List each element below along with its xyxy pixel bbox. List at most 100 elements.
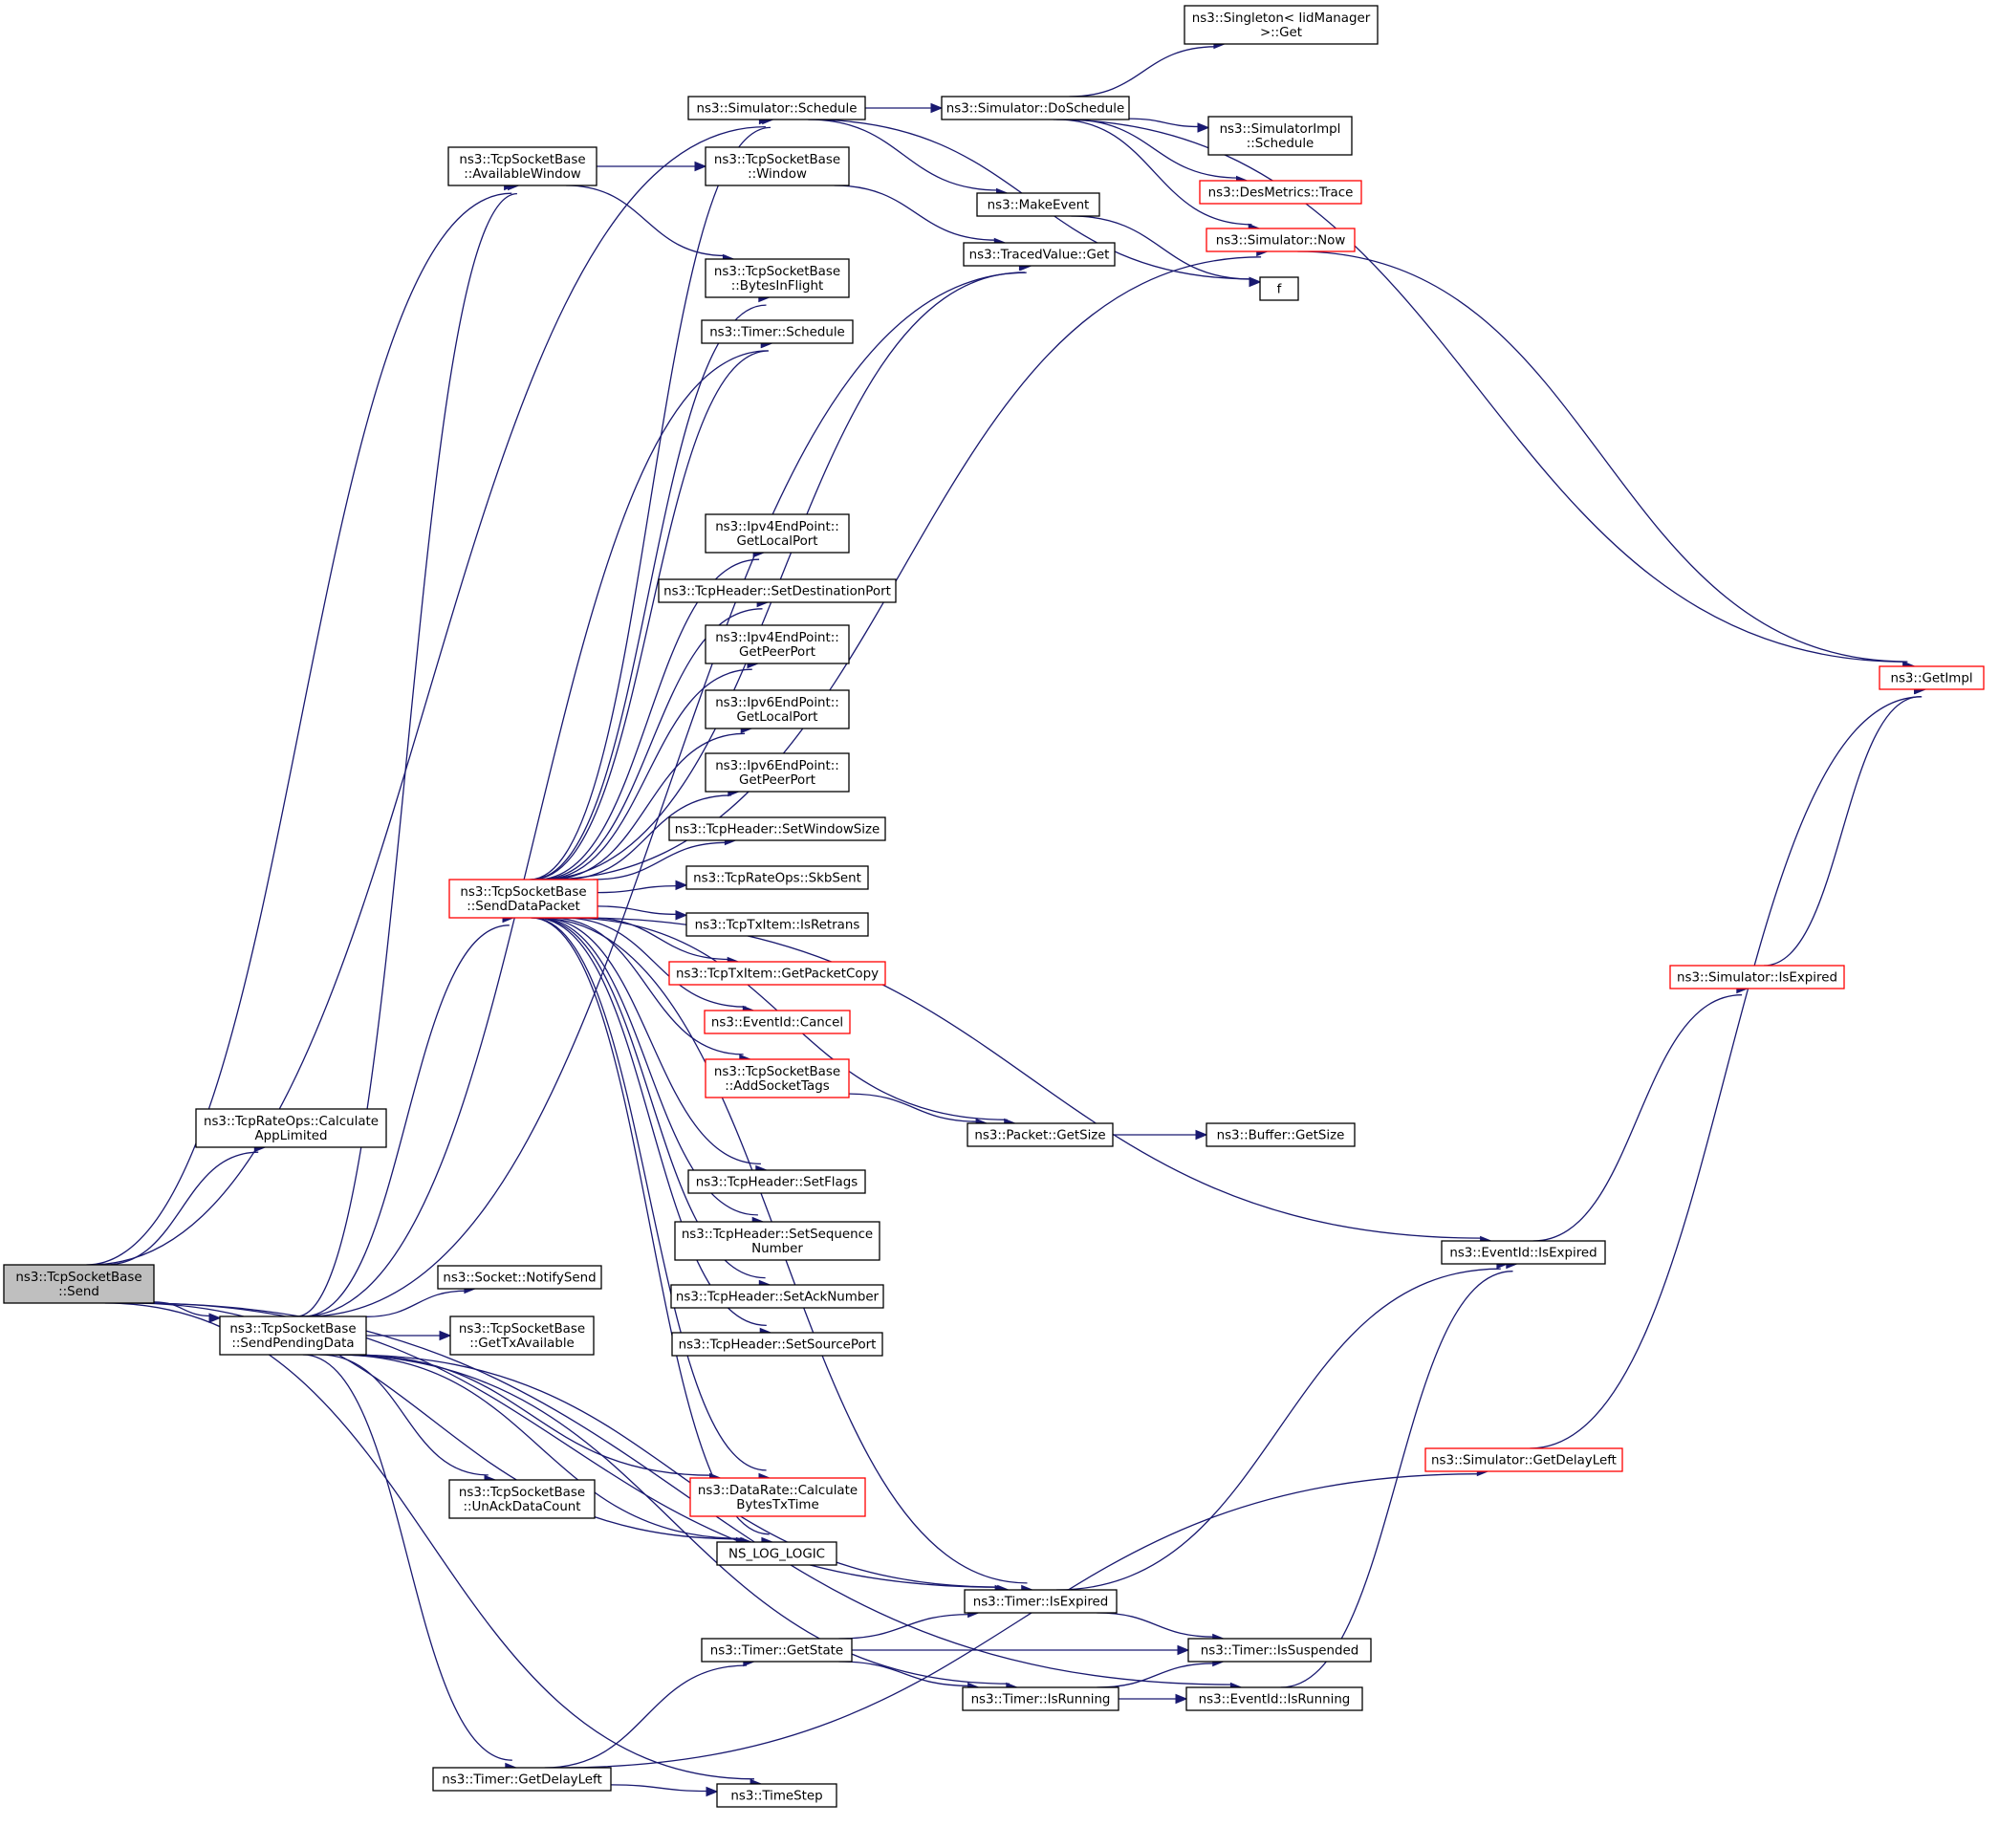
node-box bbox=[670, 1284, 884, 1309]
node-ipv4-get-local-port[interactable]: ns3::Ipv4EndPoint::GetLocalPort bbox=[705, 513, 850, 554]
node-is-retrans[interactable]: ns3::TcpTxItem::IsRetrans bbox=[685, 912, 869, 937]
node-event-is-expired[interactable]: ns3::EventId::IsExpired bbox=[1441, 1240, 1606, 1265]
node-add-socket-tags[interactable]: ns3::TcpSocketBase::AddSocketTags bbox=[705, 1058, 850, 1098]
node-timer-get-delay-left[interactable]: ns3::Timer::GetDelayLeft bbox=[432, 1767, 612, 1792]
node-available-window[interactable]: ns3::TcpSocketBase::AvailableWindow bbox=[447, 146, 598, 186]
node-sim-get-delay-left[interactable]: ns3::Simulator::GetDelayLeft bbox=[1424, 1447, 1623, 1472]
node-make-event[interactable]: ns3::MakeEvent bbox=[976, 192, 1100, 217]
node-box bbox=[1206, 228, 1356, 252]
node-box bbox=[685, 912, 869, 937]
edge-send-pending-data-to-calc-bytes-tx-time bbox=[350, 1354, 722, 1484]
node-skb-sent[interactable]: ns3::TcpRateOps::SkbSent bbox=[685, 865, 869, 890]
node-box bbox=[1669, 965, 1845, 989]
arrow-head-icon bbox=[675, 910, 688, 921]
node-label-line: ns3::EventId::IsRunning bbox=[1199, 1693, 1351, 1707]
node-set-ack-number[interactable]: ns3::TcpHeader::SetAckNumber bbox=[670, 1284, 884, 1309]
edge-sim-get-delay-left-to-get-impl bbox=[1530, 684, 1927, 1449]
node-label-line: ::UnAckDataCount bbox=[463, 1500, 580, 1514]
edge-send-data-packet-to-set-flags bbox=[540, 917, 769, 1176]
edge-send-data-packet-to-is-retrans bbox=[597, 905, 688, 921]
node-box bbox=[671, 1332, 883, 1357]
node-timer-is-expired[interactable]: ns3::Timer::IsExpired bbox=[964, 1589, 1118, 1614]
edge-line bbox=[104, 1151, 259, 1266]
edge-send-data-packet-to-ipv6-get-local-port bbox=[549, 723, 753, 881]
node-do-schedule[interactable]: ns3::Simulator::DoSchedule bbox=[941, 96, 1130, 120]
node-label-line: ns3::Timer::GetDelayLeft bbox=[442, 1773, 602, 1788]
node-get-packet-copy[interactable]: ns3::TcpTxItem::GetPacketCopy bbox=[668, 961, 886, 986]
node-label-line: ns3::Timer::IsRunning bbox=[971, 1693, 1111, 1707]
edge-line bbox=[593, 841, 728, 881]
node-box bbox=[967, 1122, 1114, 1147]
node-box bbox=[658, 578, 897, 603]
edge-do-schedule-to-get-impl bbox=[1053, 119, 1915, 672]
node-box bbox=[448, 879, 598, 919]
node-event-is-running[interactable]: ns3::EventId::IsRunning bbox=[1185, 1686, 1363, 1711]
node-send-pending-data[interactable]: ns3::TcpSocketBase::SendPendingData bbox=[219, 1315, 367, 1356]
edge-line bbox=[838, 1613, 970, 1640]
node-ipv4-get-peer-port[interactable]: ns3::Ipv4EndPoint::GetPeerPort bbox=[705, 624, 850, 664]
node-box bbox=[448, 1479, 596, 1519]
edge-available-window-to-window bbox=[597, 161, 707, 172]
node-timer-schedule[interactable]: ns3::Timer::Schedule bbox=[701, 319, 854, 344]
node-des-metrics-trace[interactable]: ns3::DesMetrics::Trace bbox=[1199, 180, 1362, 205]
node-sim-impl-schedule[interactable]: ns3::SimulatorImpl::Schedule bbox=[1207, 116, 1353, 156]
node-send-data-packet[interactable]: ns3::TcpSocketBase::SendDataPacket bbox=[448, 879, 598, 919]
node-label-line: ns3::TcpTxItem::GetPacketCopy bbox=[676, 967, 879, 982]
node-singleton-get[interactable]: ns3::Singleton< IidManager >::Get bbox=[1184, 5, 1379, 45]
node-un-ack-data-count[interactable]: ns3::TcpSocketBase::UnAckDataCount bbox=[448, 1479, 596, 1519]
node-label-line: ns3::Simulator::GetDelayLeft bbox=[1431, 1454, 1617, 1468]
node-send[interactable]: ns3::TcpSocketBase::Send bbox=[3, 1264, 155, 1304]
node-set-source-port[interactable]: ns3::TcpHeader::SetSourcePort bbox=[671, 1332, 883, 1357]
node-get-tx-available[interactable]: ns3::TcpSocketBase::GetTxAvailable bbox=[449, 1315, 595, 1356]
node-sim-now[interactable]: ns3::Simulator::Now bbox=[1206, 228, 1356, 252]
node-label-line: ns3::TcpSocketBase bbox=[459, 153, 585, 167]
edge-line bbox=[536, 558, 760, 881]
node-get-impl[interactable]: ns3::GetImpl bbox=[1879, 665, 1985, 690]
node-traced-get[interactable]: ns3::TracedValue::Get bbox=[963, 242, 1116, 267]
node-label-line: ns3::Buffer::GetSize bbox=[1217, 1129, 1345, 1143]
node-box bbox=[705, 689, 850, 729]
node-sim-schedule[interactable]: ns3::Simulator::Schedule bbox=[687, 96, 866, 120]
node-bytes-in-flight[interactable]: ns3::TcpSocketBase::BytesInFlight bbox=[705, 258, 850, 298]
node-notify-send[interactable]: ns3::Socket::NotifySend bbox=[437, 1265, 602, 1290]
node-buffer-get-size[interactable]: ns3::Buffer::GetSize bbox=[1206, 1122, 1356, 1147]
node-timer-is-running[interactable]: ns3::Timer::IsRunning bbox=[962, 1686, 1119, 1711]
node-time-step[interactable]: ns3::TimeStep bbox=[716, 1783, 837, 1808]
node-sim-is-expired[interactable]: ns3::Simulator::IsExpired bbox=[1669, 965, 1845, 989]
node-ipv6-get-local-port[interactable]: ns3::Ipv6EndPoint::GetLocalPort bbox=[705, 689, 850, 729]
arrow-head-icon bbox=[694, 161, 707, 172]
edge-line bbox=[597, 884, 679, 894]
node-timer-get-state[interactable]: ns3::Timer::GetState bbox=[701, 1638, 853, 1663]
node-set-window-size[interactable]: ns3::TcpHeader::SetWindowSize bbox=[668, 816, 886, 841]
node-label-line: ns3::TcpHeader::SetSourcePort bbox=[679, 1338, 877, 1353]
node-label-line: ns3::GetImpl bbox=[1890, 672, 1972, 686]
edge-line bbox=[296, 192, 517, 1317]
edge-line bbox=[545, 256, 1262, 881]
node-box bbox=[687, 1169, 866, 1194]
edge-add-socket-tags-to-packet-get-size bbox=[848, 1093, 989, 1129]
edge-line bbox=[838, 1661, 970, 1687]
edge-line bbox=[1097, 1663, 1216, 1688]
node-f[interactable]: f bbox=[1259, 276, 1299, 301]
node-ns-log-logic[interactable]: NS_LOG_LOGIC bbox=[716, 1541, 837, 1566]
node-event-cancel[interactable]: ns3::EventId::Cancel bbox=[704, 1010, 851, 1034]
node-timer-is-suspended[interactable]: ns3::Timer::IsSuspended bbox=[1187, 1638, 1372, 1663]
node-set-flags[interactable]: ns3::TcpHeader::SetFlags bbox=[687, 1169, 866, 1194]
edge-send-pending-data-to-timer-is-running bbox=[332, 1354, 1019, 1693]
node-packet-get-size[interactable]: ns3::Packet::GetSize bbox=[967, 1122, 1114, 1147]
edge-line bbox=[1530, 696, 1923, 1449]
node-set-dest-port[interactable]: ns3::TcpHeader::SetDestinationPort bbox=[658, 578, 897, 603]
edge-line bbox=[332, 1354, 1010, 1685]
arrow-head-icon bbox=[439, 1330, 452, 1341]
node-box bbox=[1185, 1686, 1363, 1711]
edge-do-schedule-to-sim-impl-schedule bbox=[1128, 118, 1210, 133]
node-ipv6-get-peer-port[interactable]: ns3::Ipv6EndPoint::GetPeerPort bbox=[705, 752, 850, 793]
node-label-line: ns3::TcpSocketBase bbox=[229, 1322, 356, 1337]
node-box bbox=[962, 1686, 1119, 1711]
node-window[interactable]: ns3::TcpSocketBase::Window bbox=[705, 146, 850, 186]
edge-line bbox=[365, 1290, 467, 1317]
node-box bbox=[964, 1589, 1118, 1614]
